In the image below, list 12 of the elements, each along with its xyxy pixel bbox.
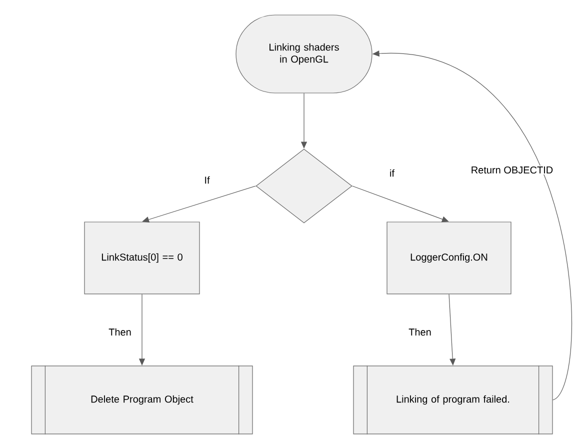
subprocess-box: Delete Program Object: [31, 365, 253, 435]
edge-label: Then: [108, 328, 131, 336]
arrow: [142, 186, 256, 223]
subprocess-box: Linking of program failed.: [353, 365, 553, 435]
edge-label: Then: [408, 328, 431, 336]
edge-label: if: [390, 169, 395, 177]
arrow: [352, 186, 449, 222]
process-box: LinkStatus[0] == 0: [84, 222, 200, 294]
edge-label: Return OBJECTID: [472, 166, 553, 174]
edge-label: If: [205, 176, 210, 184]
process-box: LoggerConfig.ON: [386, 222, 512, 294]
decision-diamond: [256, 148, 352, 224]
